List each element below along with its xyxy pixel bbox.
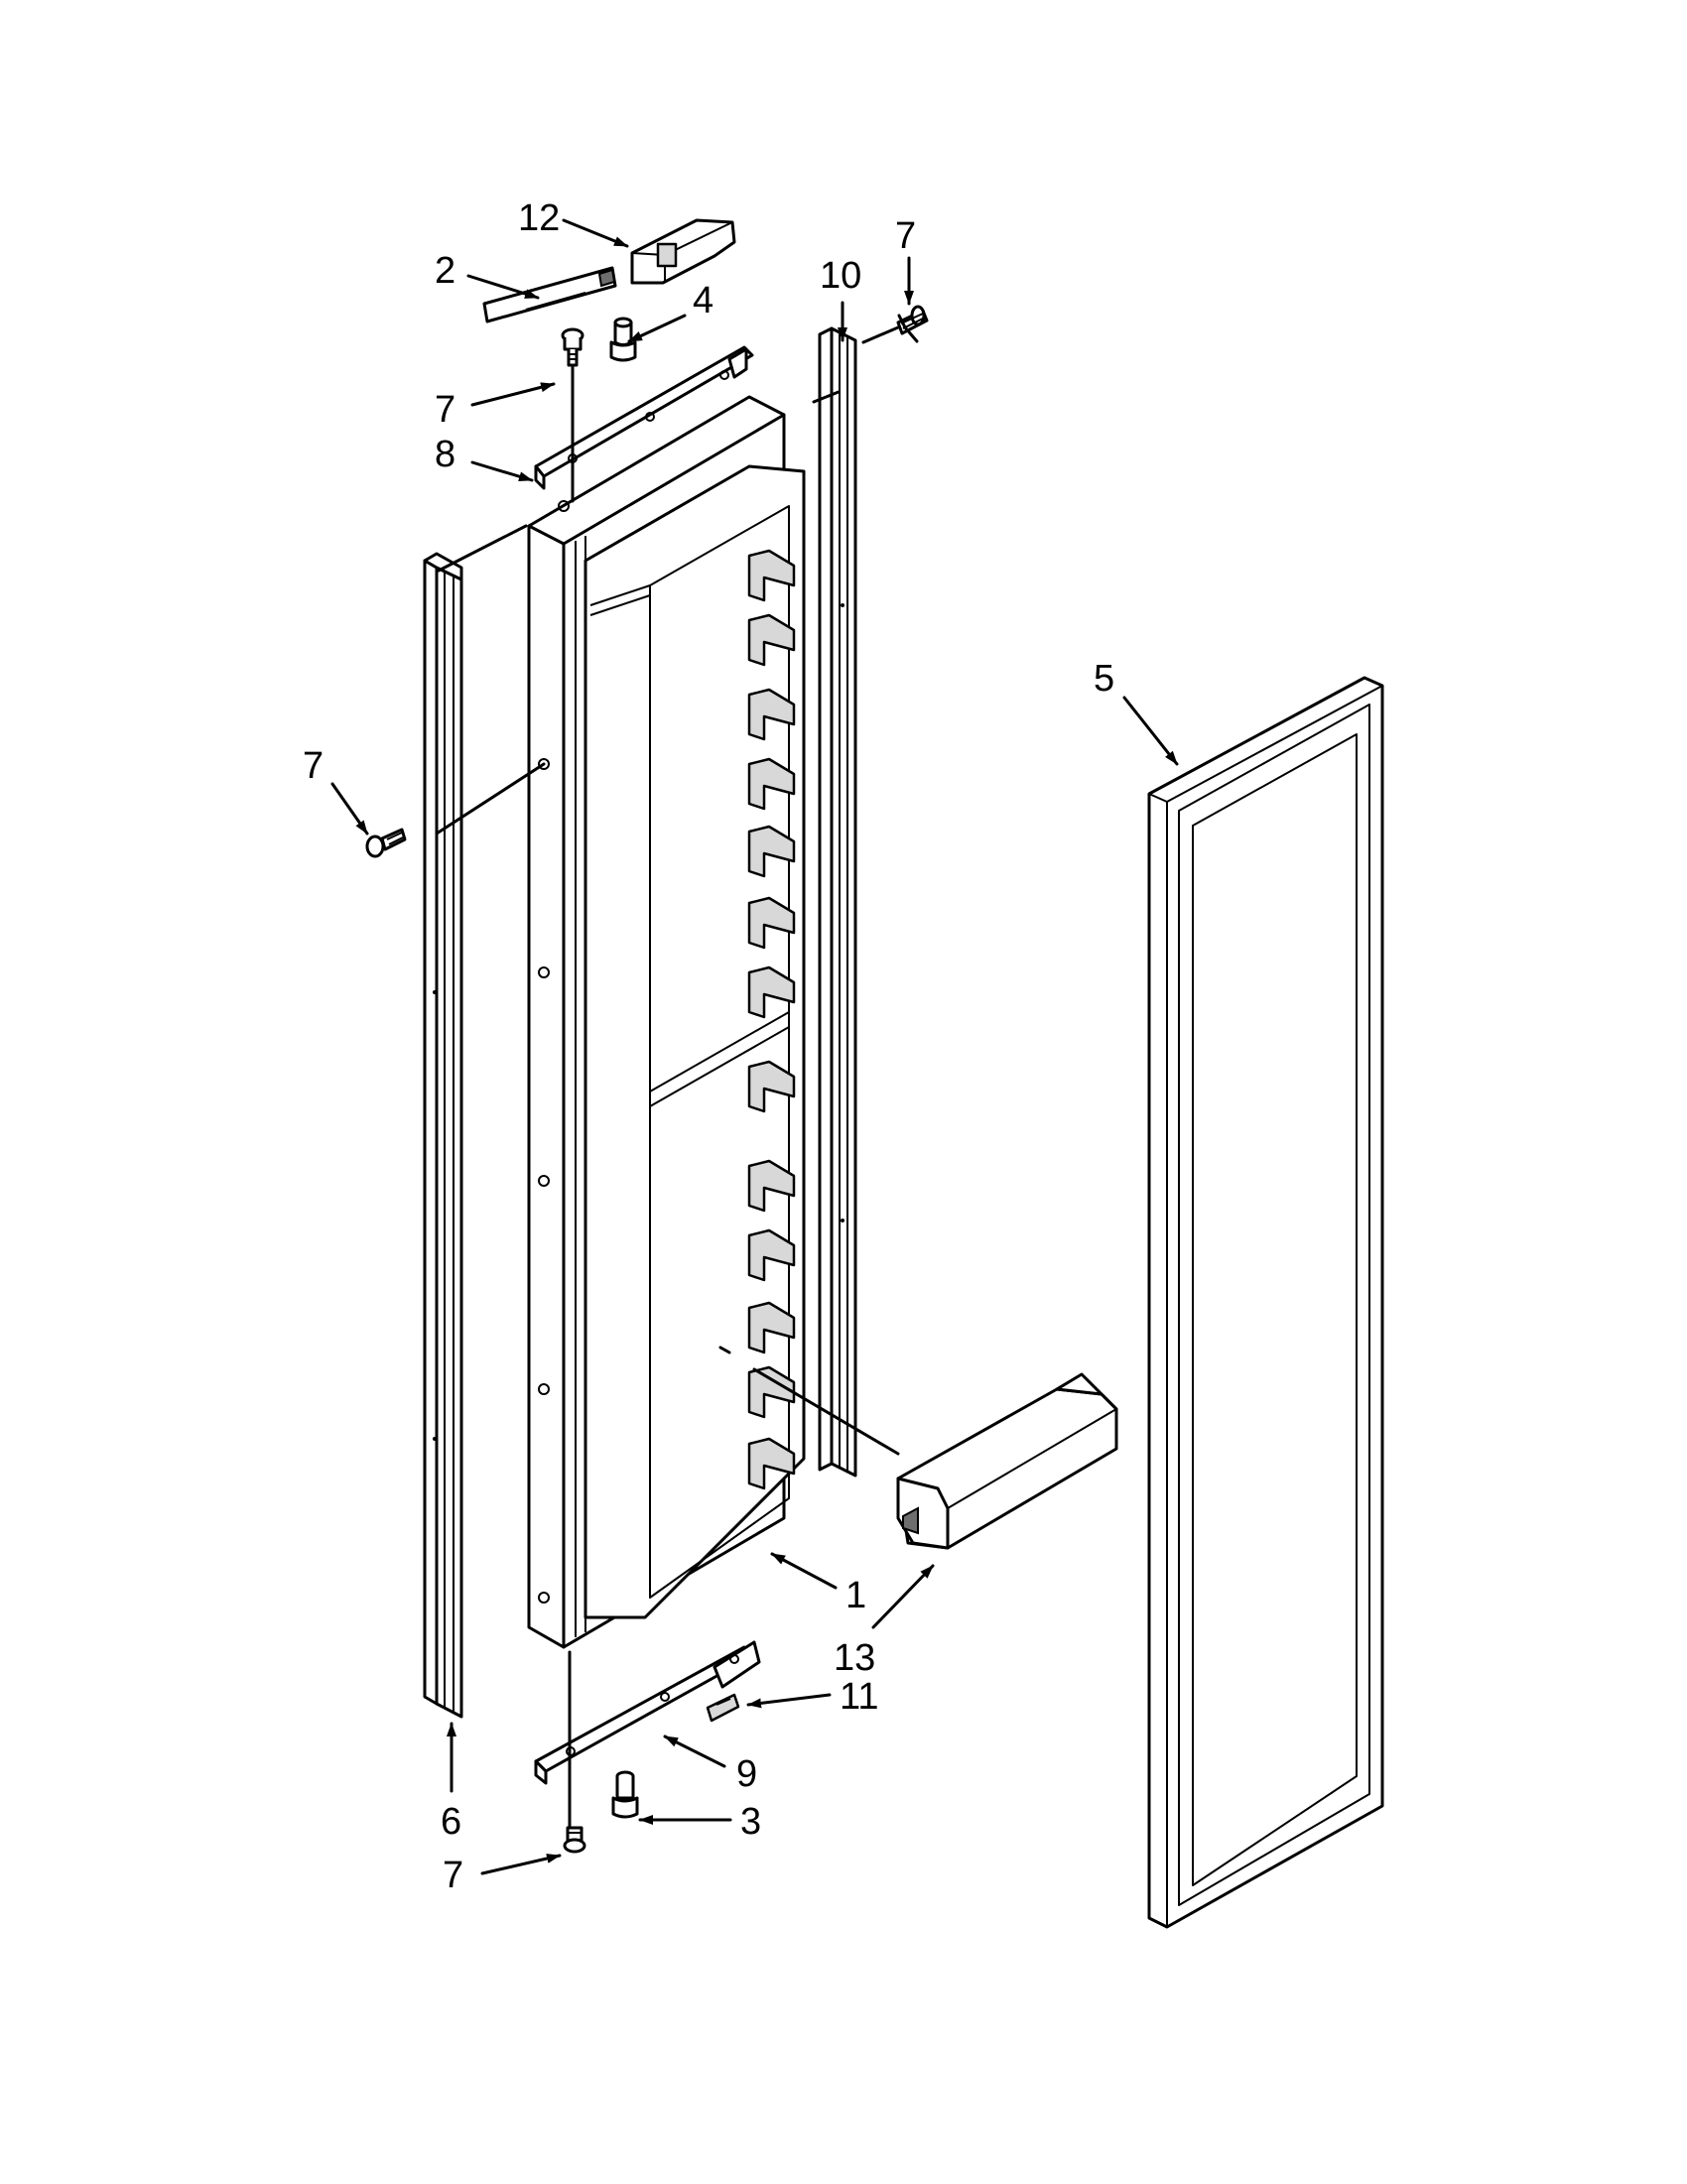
callout-13: 13	[834, 1637, 875, 1679]
part-7-screw-bottom	[563, 1826, 586, 1854]
callout-6: 6	[441, 1801, 461, 1843]
part-1-door-liner	[527, 395, 806, 1649]
part-9-bottom-hinge-bracket	[534, 1640, 761, 1785]
part-7-screw-mid-left	[365, 828, 407, 858]
callout-labels: 12 2 4 7 10 7 8 7 5 1 13 11 9 3 6 7	[303, 197, 1114, 1896]
part-4-hinge-pin	[609, 317, 637, 362]
part-2-top-trim	[482, 266, 617, 323]
callout-7-top-left: 7	[435, 389, 455, 431]
callout-arrows	[330, 218, 1179, 1875]
part-10-right-door-trim	[818, 326, 857, 1477]
callout-7-bottom: 7	[443, 1855, 463, 1896]
callout-2: 2	[435, 250, 455, 292]
part-7-screw-top-left	[561, 327, 584, 367]
callout-4: 4	[693, 280, 714, 321]
part-11-clip	[706, 1693, 740, 1723]
callout-3: 3	[740, 1801, 761, 1843]
part-5-door-gasket	[1147, 676, 1384, 1929]
assembly-leader-lines	[435, 325, 900, 1828]
callout-11: 11	[840, 1676, 878, 1718]
callout-9: 9	[736, 1753, 757, 1795]
part-3-hinge-pin	[611, 1770, 639, 1819]
part-8-top-hinge-bracket	[534, 345, 754, 490]
callout-12: 12	[518, 197, 560, 239]
callout-8: 8	[435, 434, 455, 475]
part-12-hinge-cover	[630, 218, 736, 285]
part-7-screw-top-right	[896, 305, 929, 343]
callout-1: 1	[845, 1575, 866, 1616]
callout-5: 5	[1094, 658, 1114, 700]
callout-7-mid-left: 7	[303, 745, 324, 787]
callout-10: 10	[820, 255, 861, 297]
part-13-door-bin	[896, 1372, 1118, 1550]
part-6-left-door-trim	[423, 552, 463, 1719]
callout-7-top-right: 7	[895, 215, 916, 257]
